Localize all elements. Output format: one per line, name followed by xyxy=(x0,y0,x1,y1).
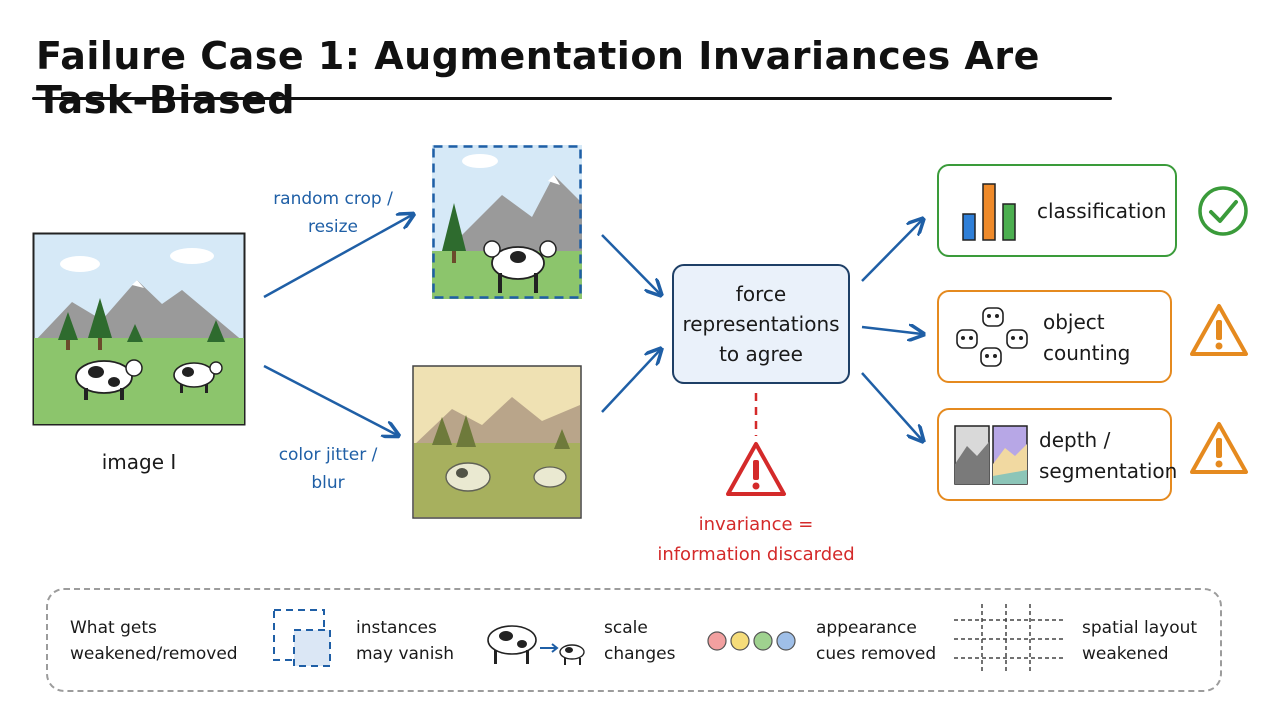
color-label-line1: color jitter / xyxy=(278,445,378,465)
legend-heading-line2: weakened/removed xyxy=(70,644,238,664)
warning-line2: information discarded xyxy=(657,544,855,565)
warning-line1: invariance = xyxy=(698,514,814,535)
cow-large xyxy=(75,359,143,400)
arrow-center-to-classification xyxy=(861,220,922,282)
task-counting-box: object counting xyxy=(937,290,1172,383)
input-image xyxy=(32,232,246,426)
arrow-color-to-center xyxy=(601,350,660,413)
bar-chart-icon xyxy=(962,183,1016,241)
cow-small xyxy=(173,361,223,393)
task-counting-line1: object xyxy=(1043,310,1105,334)
arrow-center-to-depth xyxy=(861,372,922,440)
task-depth-line2: segmentation xyxy=(1039,459,1178,483)
warning-counting-icon xyxy=(1190,304,1248,356)
center-line3: to agree xyxy=(719,342,803,366)
arrow-center-to-counting xyxy=(861,327,922,334)
legend-box xyxy=(46,588,1222,692)
center-line2: representations xyxy=(682,312,840,336)
legend-item1-line2: may vanish xyxy=(356,644,455,664)
title-underline xyxy=(32,97,1112,100)
check-circle-icon xyxy=(1198,186,1248,236)
center-line1: force xyxy=(735,282,787,306)
arrow-input-to-crop xyxy=(263,215,412,299)
task-classification-box: classification xyxy=(937,164,1177,257)
task-depth-box: depth / segmentation xyxy=(937,408,1177,501)
warning-depth-icon xyxy=(1190,422,1248,474)
legend-item3-line1: appearance xyxy=(816,618,917,638)
task-counting-line2: counting xyxy=(1043,341,1131,365)
dashed-squares-icon xyxy=(273,609,331,667)
legend-item2-line2: changes xyxy=(604,644,676,664)
legend-item3-line2: cues removed xyxy=(816,644,937,664)
grid-icon xyxy=(954,604,1064,674)
legend-heading-line1: What gets xyxy=(70,618,157,638)
cow-faces-icon xyxy=(956,307,1028,367)
legend-item4-line1: spatial layout xyxy=(1082,618,1198,638)
input-image-label: image I xyxy=(101,450,177,474)
legend-item2-line1: scale xyxy=(604,618,648,638)
task-classification-label: classification xyxy=(1037,199,1167,223)
cropped-cow xyxy=(483,240,557,293)
depth-segmentation-icon xyxy=(954,425,1028,485)
color-dots-icon xyxy=(707,631,796,651)
crop-label-line2: resize xyxy=(307,217,359,237)
arrow-crop-to-center xyxy=(601,234,660,294)
cropped-image xyxy=(432,145,582,299)
color-label-line2: blur xyxy=(311,473,345,493)
color-jittered-image xyxy=(412,365,582,519)
cow-scale-icon xyxy=(487,625,585,665)
page-title: Failure Case 1: Augmentation Invariances… xyxy=(36,34,1040,122)
task-depth-line1: depth / xyxy=(1039,428,1111,452)
legend-item1-line1: instances xyxy=(356,618,437,638)
crop-label-line1: random crop / xyxy=(273,189,393,209)
arrow-input-to-color xyxy=(263,364,397,435)
legend-item4-line2: weakened xyxy=(1082,644,1169,664)
force-agree-box: force representations to agree xyxy=(672,264,850,384)
warning-triangle-icon xyxy=(726,442,786,496)
